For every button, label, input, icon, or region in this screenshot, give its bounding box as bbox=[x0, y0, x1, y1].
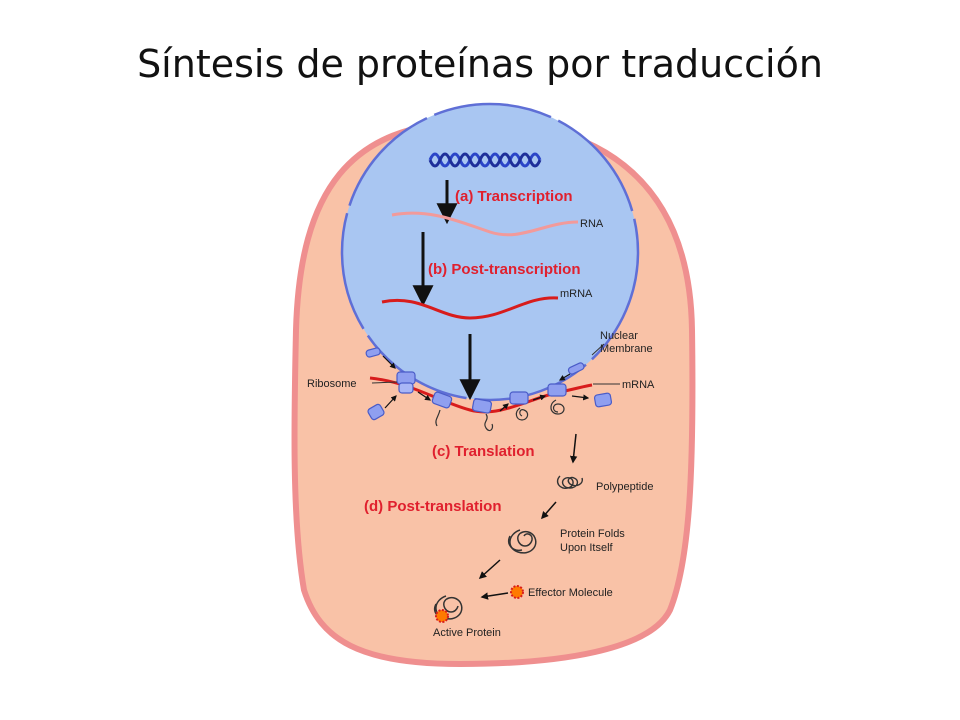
label-effector-molecule: Effector Molecule bbox=[528, 587, 613, 599]
ribosomes bbox=[365, 347, 613, 421]
pointer-ribosome bbox=[371, 381, 398, 384]
step-transcription: (a) Transcription bbox=[455, 188, 573, 205]
nascent-polypeptides bbox=[435, 399, 565, 432]
step-post-translation: (d) Post-translation bbox=[364, 498, 502, 515]
active-protein bbox=[434, 595, 463, 623]
label-active-protein: Active Protein bbox=[433, 627, 501, 639]
effector-molecule bbox=[510, 585, 524, 599]
folded-protein bbox=[508, 529, 537, 554]
rna-strand bbox=[391, 211, 579, 237]
arrow-to-active-protein bbox=[478, 559, 501, 580]
pointer-nuclear-membrane bbox=[591, 343, 605, 356]
polypeptide bbox=[556, 475, 583, 490]
arrow-to-polypeptide bbox=[569, 433, 578, 464]
dna-helix bbox=[428, 152, 542, 168]
label-mrna-cytoplasm: mRNA bbox=[622, 379, 655, 391]
label-polypeptide: Polypeptide bbox=[596, 481, 654, 493]
step-post-transcription: (b) Post-transcription bbox=[428, 261, 581, 278]
label-protein-folds-2: Upon Itself bbox=[560, 542, 614, 554]
label-protein-folds-1: Protein Folds bbox=[560, 528, 625, 540]
slide-title: Síntesis de proteínas por traducción bbox=[137, 42, 823, 86]
label-rna: RNA bbox=[580, 218, 604, 230]
arrow-effector bbox=[480, 592, 509, 600]
ribosome-arrows bbox=[382, 355, 590, 412]
arrow-to-folded-protein bbox=[541, 501, 557, 520]
label-nuclear-membrane-2: Membrane bbox=[600, 343, 653, 355]
label-nuclear-membrane-1: Nuclear bbox=[600, 330, 638, 342]
nucleus bbox=[340, 102, 640, 402]
step-translation: (c) Translation bbox=[432, 443, 535, 460]
mrna-strand-nucleus bbox=[381, 296, 559, 320]
label-ribosome: Ribosome bbox=[307, 378, 357, 390]
label-mrna-nucleus: mRNA bbox=[560, 288, 593, 300]
